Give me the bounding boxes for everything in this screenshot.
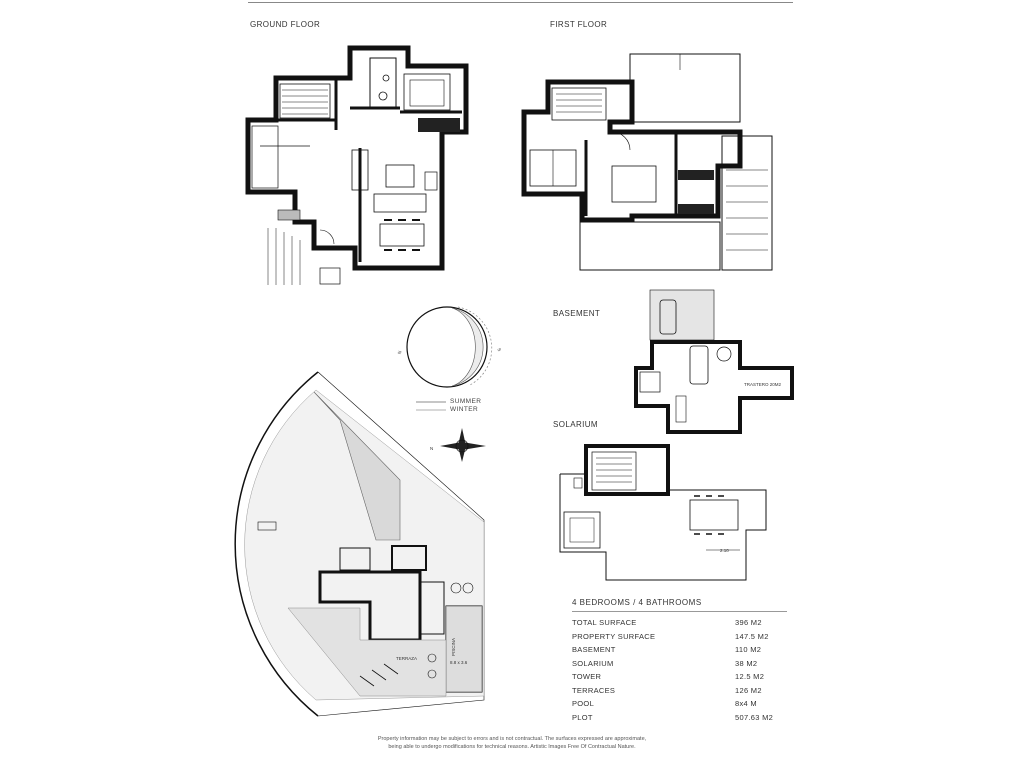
terrace-label: TERRAZA <box>396 656 417 661</box>
spec-key: SOLARIUM <box>572 658 614 668</box>
disclaimer-line-1: Property information may be subject to e… <box>377 736 647 742</box>
spec-row: TOTAL SURFACE 396 M2 <box>572 616 787 630</box>
spec-value: 12.5 M2 <box>735 672 765 682</box>
spec-key: PROPERTY SURFACE <box>572 631 656 641</box>
spec-key: BASEMENT <box>572 645 616 655</box>
ground-floor-plan <box>245 45 469 285</box>
disclaimer-line-2: being able to undergo modifications for … <box>388 744 636 750</box>
pool-label: PISCINA <box>451 638 456 656</box>
solarium-dimension: 2.10 <box>720 548 729 553</box>
sun-south-letter: S <box>496 347 502 352</box>
spec-key: TOWER <box>572 672 602 682</box>
spec-key: PLOT <box>572 712 593 722</box>
spec-heading: 4 BEDROOMS / 4 BATHROOMS <box>572 598 787 612</box>
spec-row: PLOT 507.63 M2 <box>572 711 787 725</box>
spec-key: POOL <box>572 699 595 709</box>
disclaimer: Property information may be subject to e… <box>0 735 1024 751</box>
first-floor-plan <box>521 53 773 271</box>
site-plan <box>234 371 485 717</box>
ground-floor-label: GROUND FLOOR <box>250 20 321 29</box>
compass-n-letter: N <box>430 446 433 451</box>
spec-key: TERRACES <box>572 685 616 695</box>
spec-value: 507.63 M2 <box>735 712 774 722</box>
specification-table: 4 BEDROOMS / 4 BATHROOMS TOTAL SURFACE 39… <box>572 598 787 724</box>
legend-winter: WINTER <box>450 406 479 413</box>
sun-north-letter: N <box>397 350 403 355</box>
solarium-plan <box>559 444 767 581</box>
basement-label: BASEMENT <box>553 309 601 318</box>
legend-summer: SUMMER <box>450 398 482 405</box>
spec-row: TOWER 12.5 M2 <box>572 670 787 684</box>
top-divider <box>248 2 793 3</box>
basement-plan <box>634 289 794 434</box>
spec-row: POOL 8x4 M <box>572 697 787 711</box>
spec-row: BASEMENT 110 M2 <box>572 643 787 657</box>
spec-value: 110 M2 <box>735 645 762 655</box>
spec-row: SOLARIUM 38 M2 <box>572 657 787 671</box>
spec-value: 8x4 M <box>735 699 757 709</box>
solarium-label: SOLARIUM <box>553 420 598 429</box>
spec-row: TERRACES 126 M2 <box>572 684 787 698</box>
spec-value: 126 M2 <box>735 685 762 695</box>
spec-value: 147.5 M2 <box>735 631 769 641</box>
first-floor-label: FIRST FLOOR <box>550 20 608 29</box>
spec-value: 38 M2 <box>735 658 758 668</box>
storage-label: TRASTERO 20M2 <box>744 382 782 387</box>
spec-value: 396 M2 <box>735 618 762 628</box>
spec-key: TOTAL SURFACE <box>572 618 637 628</box>
sun-legend: SUMMER WINTER <box>450 398 481 414</box>
sun-path-diagram <box>406 306 493 411</box>
spec-row: PROPERTY SURFACE 147.5 M2 <box>572 630 787 644</box>
pool-size-label: 8.8 x 3.6 <box>450 660 468 665</box>
compass-rose-icon <box>440 428 486 462</box>
